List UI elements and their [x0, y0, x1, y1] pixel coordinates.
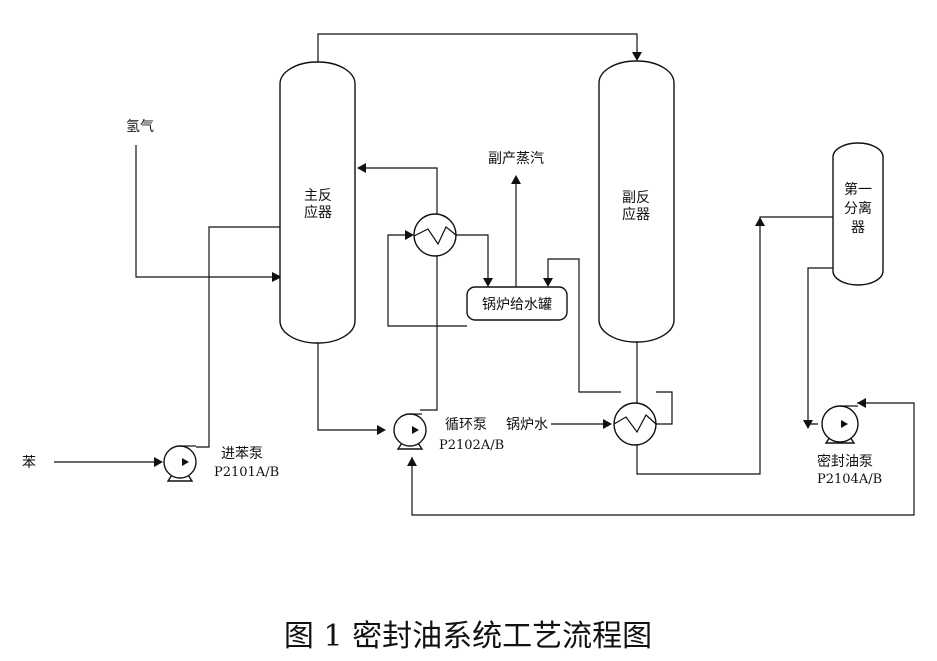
pipe-preheater-to-boiler-tank	[547, 258, 621, 393]
main-reactor-label-1: 主反	[304, 188, 332, 204]
pipe-feed-pump-discharge	[196, 226, 280, 448]
arrow-hydrogen-into-reactor	[272, 272, 282, 282]
separator-label-3: 器	[851, 220, 865, 236]
arrow-steam-out	[511, 175, 521, 184]
seal-oil-pump	[821, 405, 859, 444]
main-reactor-label-2: 应器	[304, 204, 332, 221]
pipe-hydrogen-feed	[135, 145, 277, 278]
pipe-separator-to-seal-pump	[807, 267, 836, 425]
sub-reactor-label-1: 副反	[622, 190, 650, 206]
steam-label: 副产蒸汽	[488, 151, 544, 167]
seal-pump-tag: P2104A/B	[817, 472, 882, 487]
arrow-into-sub-reactor	[632, 52, 642, 61]
boiler-water-label: 锅炉水	[506, 417, 548, 433]
arrow-preheater-into-tank	[543, 278, 553, 287]
heat-exchanger-upper	[413, 213, 457, 257]
heat-exchanger-preheater	[613, 402, 657, 446]
arrow-return-to-reactor	[357, 163, 366, 173]
boiler-feed-tank: 锅炉给水罐	[466, 286, 568, 321]
arrow-benzene-into-pump	[154, 457, 163, 467]
hydrogen-label: 氢气	[126, 119, 154, 135]
seal-pump-name: 密封油泵	[817, 453, 873, 470]
circulation-pump-tag: P2102A/B	[439, 438, 504, 453]
arrow-into-circ-pump	[377, 425, 386, 435]
arrow-seal-oil-from-pump	[857, 398, 866, 408]
pipe-boiler-tank-return	[387, 234, 467, 327]
pipe-preheater-to-separator	[636, 216, 833, 475]
boiler-tank-label: 锅炉给水罐	[482, 297, 552, 313]
pipe-exchanger-to-boiler-tank	[456, 234, 489, 281]
separator-label-2: 分离	[844, 200, 872, 217]
circulation-pump-name: 循环泵	[445, 417, 487, 433]
pipelines	[54, 33, 915, 516]
arrow-into-seal-pump	[803, 420, 813, 429]
sub-reactor: 副反 应器	[598, 60, 675, 343]
feed-pump	[163, 445, 197, 482]
pipe-preheater-shell-loop	[656, 391, 673, 425]
pipe-seal-oil-return	[411, 402, 915, 516]
figure-caption: 图 1 密封油系统工艺流程图	[284, 619, 652, 654]
arrow-water-into-preheater	[603, 419, 612, 429]
benzene-label: 苯	[22, 454, 36, 471]
sub-reactor-label-2: 应器	[622, 206, 650, 223]
arrow-up-to-separator	[755, 217, 765, 226]
pipe-main-to-sub-reactor	[317, 33, 638, 63]
arrow-into-exchanger	[405, 230, 414, 240]
separator-label-1: 第一	[844, 181, 872, 198]
feed-pump-name: 进苯泵	[221, 445, 263, 462]
feed-pump-tag: P2101A/B	[214, 465, 279, 480]
arrow-seal-oil-into-circ-pump	[407, 457, 417, 466]
pipe-reactor-bottom-to-circ-pump	[317, 343, 382, 431]
pipe-circ-pump-discharge	[358, 167, 438, 411]
circulation-pump	[393, 413, 427, 450]
main-reactor: 主反 应器	[279, 61, 356, 344]
first-separator: 第一 分离 器	[832, 142, 884, 286]
arrow-into-boiler-tank	[483, 278, 493, 287]
flow-arrows	[154, 52, 866, 467]
